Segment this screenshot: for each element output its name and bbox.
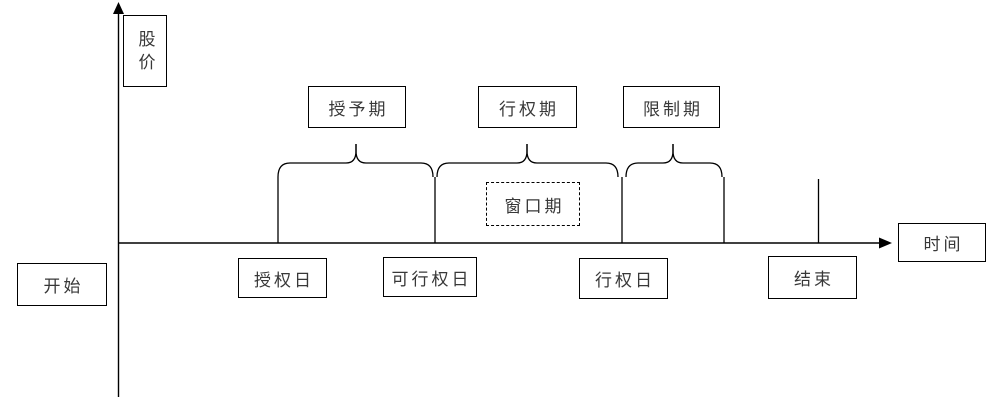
x-axis-arrow-icon bbox=[879, 237, 892, 249]
restriction-period-brace bbox=[625, 144, 723, 178]
restriction-period-label-box: 限制期 bbox=[623, 86, 720, 128]
window-period-label-box: 窗口期 bbox=[486, 182, 580, 226]
milestone-grant-date-box: 授权日 bbox=[238, 258, 327, 298]
milestone-start-box: 开始 bbox=[17, 263, 107, 306]
x-axis bbox=[118, 237, 892, 249]
grant-period-label-box: 授予期 bbox=[308, 86, 406, 128]
exercise-period-brace bbox=[436, 144, 619, 178]
milestone-vesting-date-box: 可行权日 bbox=[383, 257, 477, 297]
timeline-tick-lines bbox=[277, 177, 820, 243]
y-axis-label-box: 股价 bbox=[123, 15, 167, 87]
exercise-period-label-box: 行权期 bbox=[478, 86, 577, 128]
grant-period-brace bbox=[277, 144, 434, 178]
milestone-end-box: 结束 bbox=[768, 256, 857, 299]
milestone-exercise-date-box: 行权日 bbox=[579, 258, 668, 299]
x-axis-label-box: 时间 bbox=[898, 223, 986, 262]
y-axis-arrow-icon bbox=[113, 2, 124, 14]
y-axis bbox=[113, 2, 124, 397]
